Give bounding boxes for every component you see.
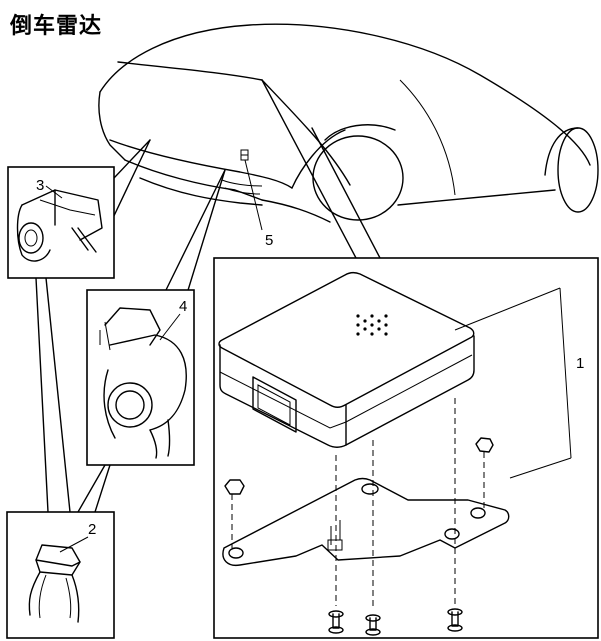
callout-3: 3 — [36, 177, 44, 194]
callout-4: 4 — [179, 298, 187, 315]
inset-bracket-clip — [6, 511, 115, 639]
callout-2: 2 — [88, 521, 96, 538]
car-illustration — [98, 23, 599, 223]
speaker-grille-icon — [356, 314, 388, 336]
inset-control-module — [213, 257, 599, 639]
leader-lines — [35, 79, 381, 513]
callout-5: 5 — [265, 232, 273, 249]
diagram-title: 倒车雷达 — [10, 14, 103, 39]
inset-sensor-left — [7, 166, 115, 279]
screw-left — [328, 610, 344, 634]
callout-1: 1 — [576, 355, 584, 372]
screw-right — [447, 608, 463, 632]
inset-sensor-right — [86, 289, 195, 466]
screw-middle — [365, 614, 381, 636]
